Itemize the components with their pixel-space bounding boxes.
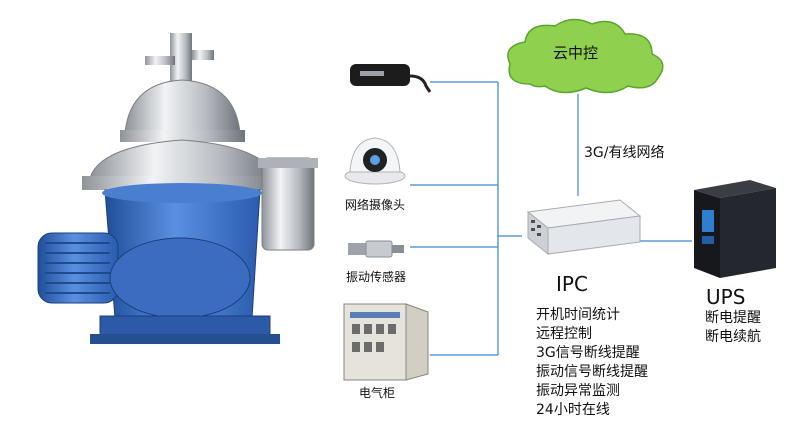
ipc-feature: 开机时间统计 [536, 307, 620, 323]
ipc-feature-list: 开机时间统计 远程控制 3G信号断线提醒 振动信号断线提醒 振动异常监测 24小… [536, 306, 648, 420]
ups-feature-list: 断电提醒 断电续航 [705, 309, 761, 347]
ups-title: UPS [706, 285, 746, 309]
vibration-sensor-label: 振动传感器 [346, 270, 407, 284]
cabinet-label: 电气柜 [359, 386, 396, 400]
ipc-feature: 远程控制 [536, 326, 592, 342]
ups-feature: 断电续航 [705, 329, 761, 345]
ipc-feature: 24小时在线 [536, 402, 610, 418]
camera-label: 网络摄像头 [345, 198, 406, 212]
network-camera-icon [344, 137, 406, 185]
ipc-feature: 振动异常监测 [536, 383, 620, 399]
ipc-feature: 振动信号断线提醒 [536, 364, 648, 380]
gps-tracker-icon [350, 64, 432, 93]
ipc-feature: 3G信号断线提醒 [536, 345, 640, 361]
cloud-label: 云中控 [553, 44, 599, 62]
cloud-icon [507, 18, 664, 94]
ipc-box-icon [526, 199, 642, 256]
vibration-sensor-icon [348, 240, 404, 258]
ipc-title: IPC [556, 272, 588, 296]
separator-machine-illustration [37, 33, 318, 344]
ups-feature: 断电提醒 [705, 310, 761, 326]
ups-unit-icon [694, 180, 776, 278]
electrical-cabinet-icon [343, 303, 429, 381]
network-link-label: 3G/有线网络 [584, 145, 665, 161]
